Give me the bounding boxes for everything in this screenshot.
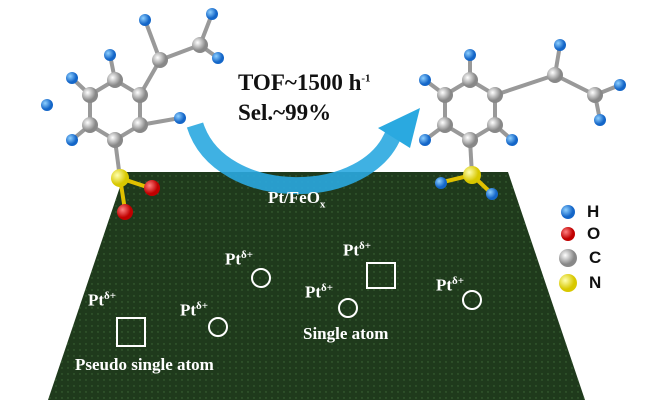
single-atom-label: Single atom bbox=[303, 324, 389, 343]
selectivity-label: Sel.~99% bbox=[238, 100, 332, 125]
pt-label: Ptδ+ bbox=[180, 300, 209, 320]
pseudo-single-atom-marker bbox=[366, 262, 396, 289]
single-atom-marker bbox=[251, 268, 271, 288]
tof-label: TOF~1500 h-1 bbox=[238, 70, 371, 95]
legend-n: N bbox=[589, 273, 602, 292]
legend-h: H bbox=[587, 202, 600, 221]
reaction-arrow bbox=[186, 121, 404, 195]
pseudo-single-atom-label: Pseudo single atom bbox=[75, 355, 214, 374]
pt-label: Ptδ+ bbox=[305, 282, 334, 302]
legend-markers bbox=[559, 205, 577, 292]
single-atom-marker bbox=[208, 317, 228, 337]
pseudo-single-atom-marker bbox=[116, 317, 146, 347]
pt-label: Ptδ+ bbox=[343, 240, 372, 260]
pt-label: Ptδ+ bbox=[88, 290, 117, 310]
legend-c: C bbox=[589, 248, 602, 267]
pt-label: Ptδ+ bbox=[436, 275, 465, 295]
catalyst-label: Pt/FeOx bbox=[268, 188, 326, 211]
aminostyrene-molecule bbox=[419, 39, 626, 200]
legend-o: O bbox=[587, 224, 601, 243]
nitrostyrene-molecule bbox=[41, 8, 224, 220]
single-atom-marker bbox=[462, 290, 482, 310]
single-atom-marker bbox=[338, 298, 358, 318]
pt-label: Ptδ+ bbox=[225, 249, 254, 269]
arrow-head bbox=[378, 108, 420, 148]
